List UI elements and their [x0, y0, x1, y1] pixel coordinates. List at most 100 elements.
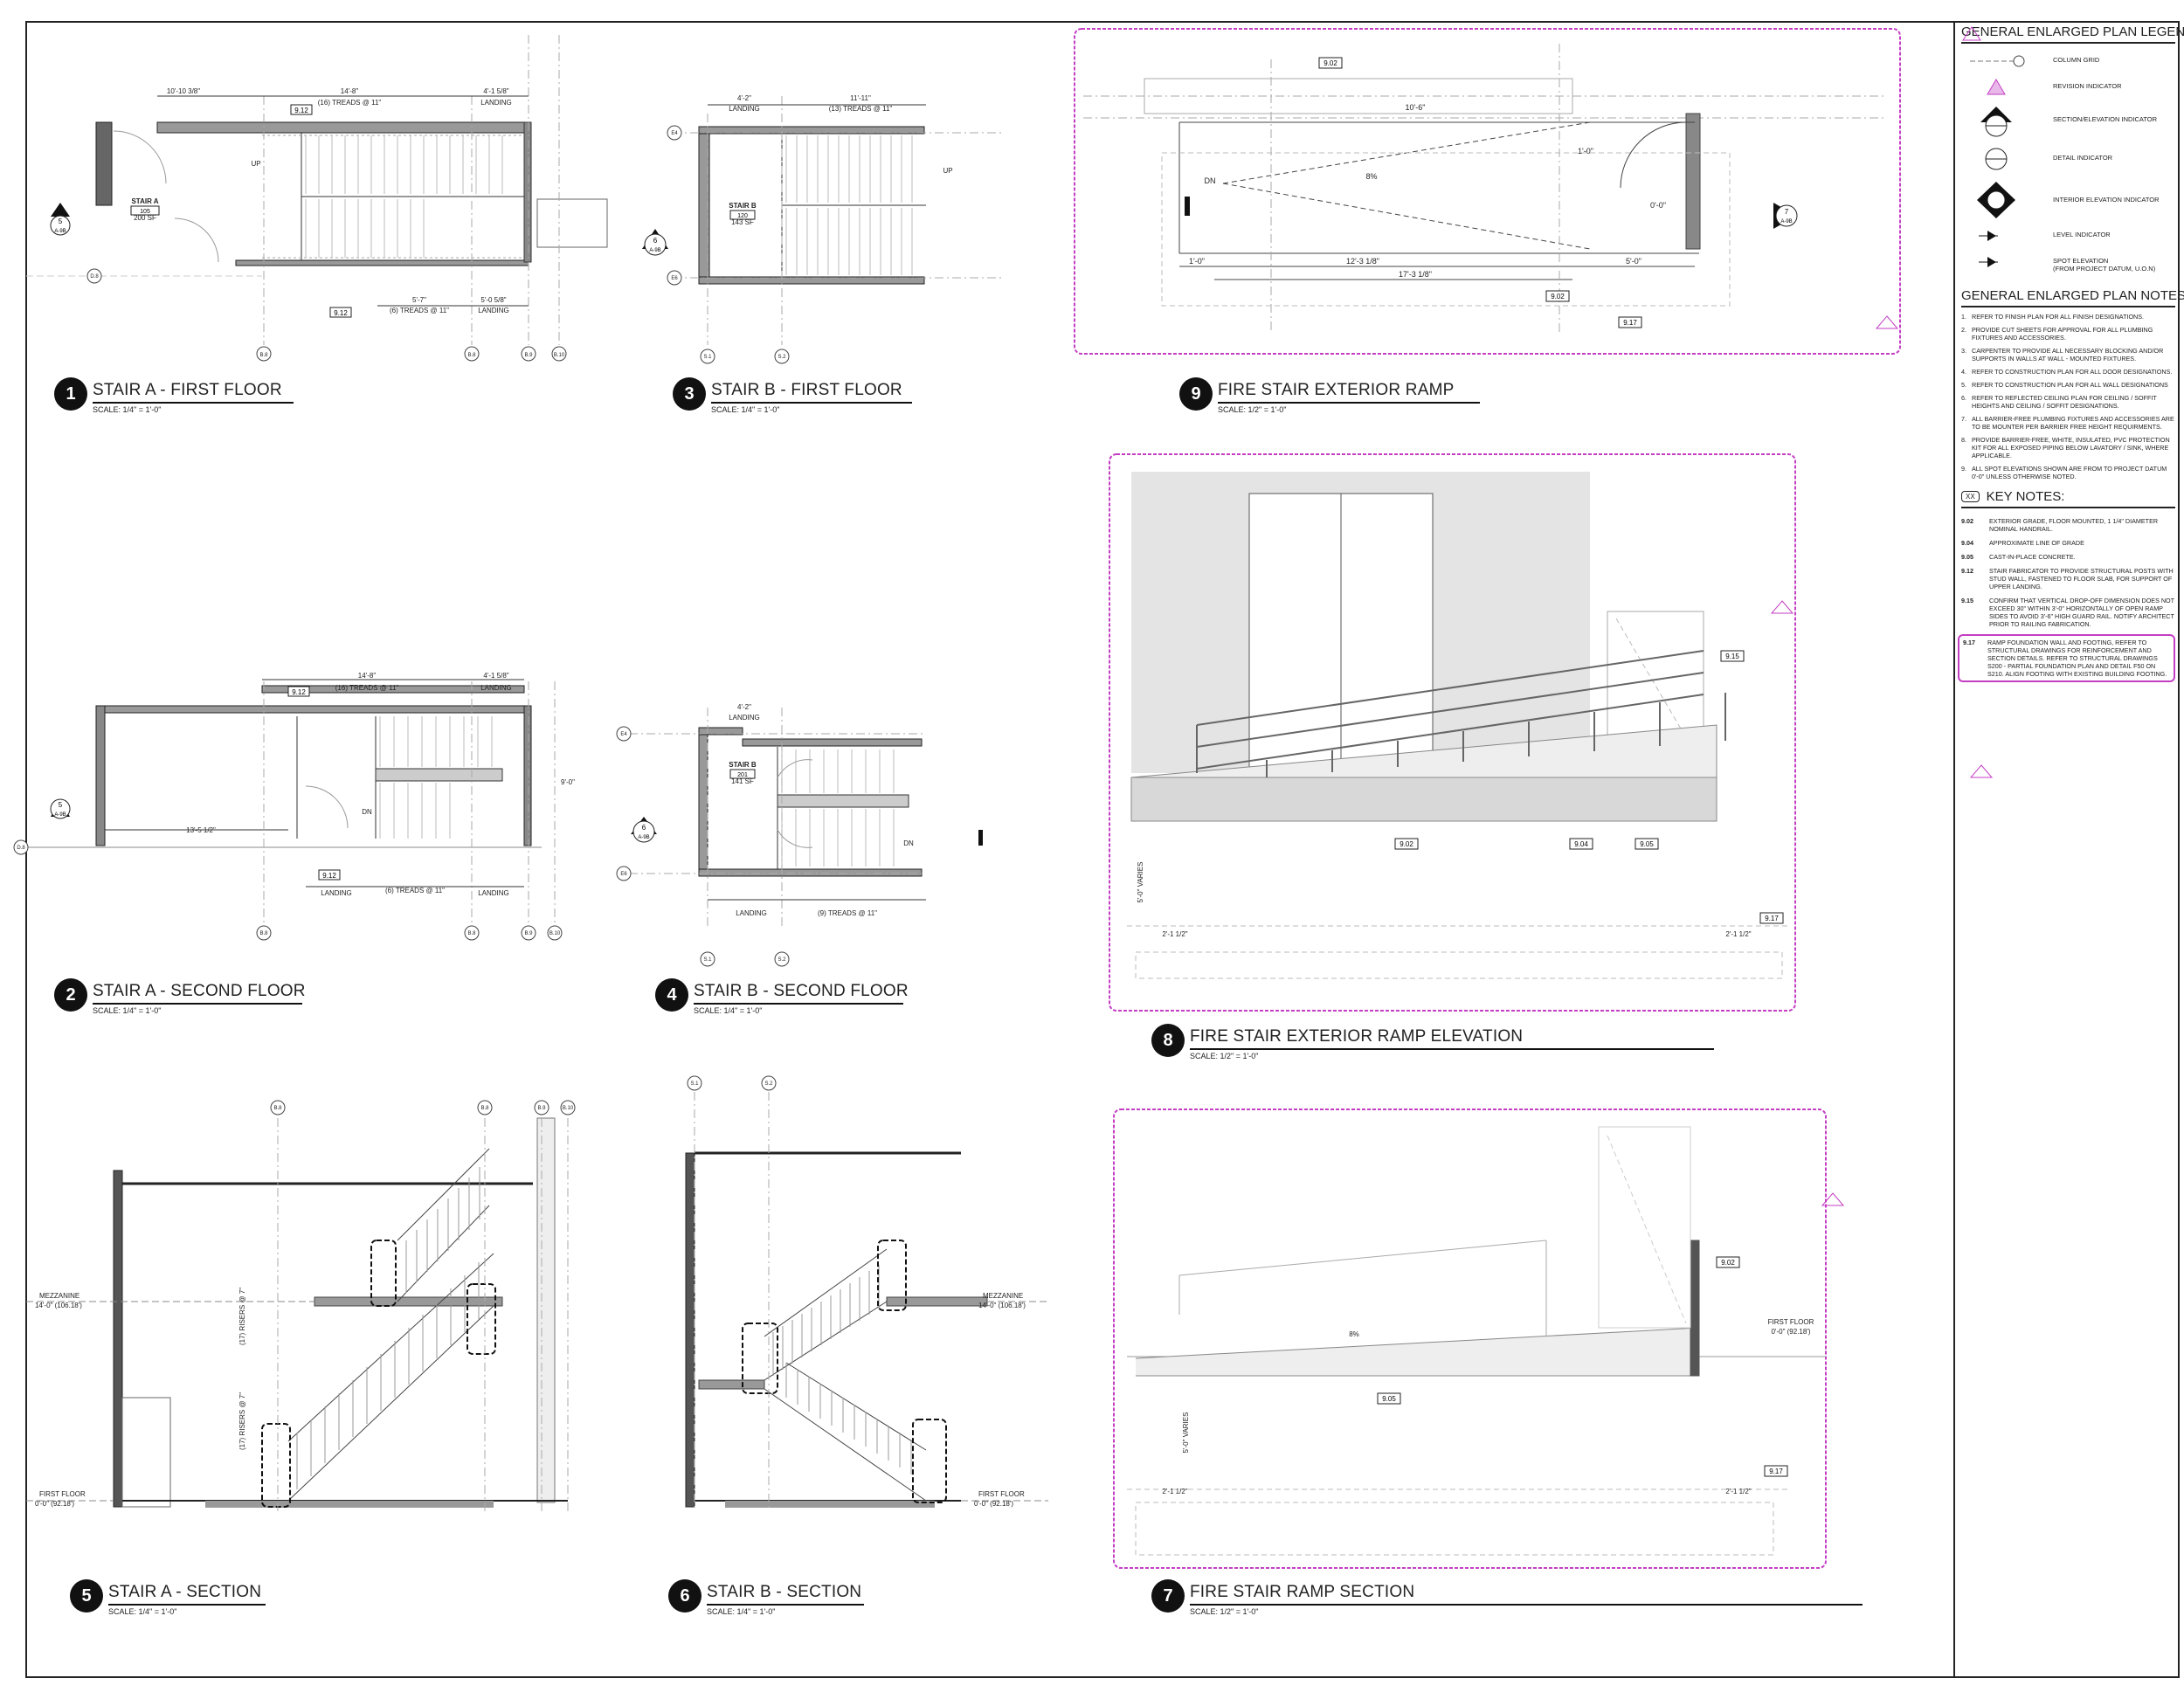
svg-text:14'-0" (106.18'): 14'-0" (106.18'): [35, 1302, 82, 1309]
svg-text:B.10: B.10: [554, 353, 565, 358]
svg-text:9.04: 9.04: [1574, 840, 1588, 848]
svg-text:5: 5: [59, 801, 63, 809]
column-grid-icon: [1970, 55, 2025, 67]
keynote-tag-9-12: 9.12 9.12: [290, 104, 352, 318]
revision-indicator-icon: [1987, 79, 2006, 95]
key-note-text: STAIR FABRICATOR TO PROVIDE STRUCTURAL P…: [1989, 567, 2174, 591]
detail-indicator-icon: [1985, 148, 2008, 170]
general-note: 6.REFER TO REFLECTED CEILING PLAN FOR CE…: [1961, 394, 2175, 410]
svg-text:(16) TREADS @ 11": (16) TREADS @ 11": [335, 684, 399, 692]
legend-item: SPOT ELEVATION (FROM PROJECT DATUM, U.O.…: [1961, 250, 2175, 280]
svg-text:STAIR B: STAIR B: [729, 761, 757, 769]
view-name: STAIR A - SECTION: [108, 1583, 262, 1601]
view-number: 4: [655, 978, 688, 1012]
legend-title: GENERAL ENLARGED PLAN LEGEND:: [1961, 24, 2184, 44]
key-note-number: 9.04: [1961, 539, 1973, 547]
svg-text:FIRST FLOOR: FIRST FLOOR: [978, 1490, 1025, 1498]
section-marker: 6 A-9B: [631, 817, 657, 843]
legend-item: REVISION INDICATOR: [1961, 75, 2175, 101]
level-indicator-icon: [1979, 231, 1998, 241]
svg-text:14'-0" (106.18'): 14'-0" (106.18'): [978, 1302, 1026, 1309]
svg-text:MEZZANINE: MEZZANINE: [39, 1292, 79, 1300]
dim-label: 10'-10 3/8": [167, 87, 200, 95]
svg-text:D.8: D.8: [90, 274, 99, 280]
key-note-text: RAMP FOUNDATION WALL AND FOOTING, REFER …: [1987, 639, 2167, 678]
svg-text:B.8: B.8: [467, 931, 476, 936]
view-scale: SCALE: 1/2" = 1'-0": [1190, 1607, 1259, 1616]
general-note: 1.REFER TO FINISH PLAN FOR ALL FINISH DE…: [1961, 313, 2175, 321]
note-text: ALL BARRIER-FREE PLUMBING FIXTURES AND A…: [1972, 415, 2174, 431]
svg-text:STAIR B: STAIR B: [729, 202, 757, 210]
dim-label: LANDING: [480, 99, 512, 107]
svg-text:(17) RISERS @ 7": (17) RISERS @ 7": [238, 1288, 246, 1345]
svg-text:143 SF: 143 SF: [731, 218, 754, 226]
svg-text:7: 7: [1785, 208, 1789, 216]
elevation-exterior-ramp: [1127, 472, 1791, 979]
svg-text:9.02: 9.02: [1721, 1259, 1735, 1267]
legend-panel: GENERAL ENLARGED PLAN LEGEND: COLUMN GRI…: [1958, 24, 2184, 688]
legend-item: SECTION/ELEVATION INDICATOR: [1961, 101, 2175, 143]
svg-text:10'-6": 10'-6": [1406, 103, 1426, 112]
key-note: 9.02 EXTERIOR GRADE, FLOOR MOUNTED, 1 1/4…: [1961, 517, 2175, 533]
svg-text:0'-0" (92.18'): 0'-0" (92.18'): [35, 1500, 74, 1508]
svg-text:2'-1 1/2": 2'-1 1/2": [1162, 1488, 1187, 1495]
svg-text:5'-0" VARIES: 5'-0" VARIES: [1137, 862, 1144, 903]
svg-text:9.05: 9.05: [1640, 840, 1654, 848]
svg-text:B.8: B.8: [467, 353, 476, 358]
note-text: PROVIDE BARRIER-FREE, WHITE, INSULATED, …: [1972, 436, 2170, 459]
svg-text:4'-2": 4'-2": [737, 703, 751, 711]
svg-text:6: 6: [653, 237, 658, 245]
note-number: 2.: [1961, 326, 1966, 334]
svg-text:5'-0" VARIES: 5'-0" VARIES: [1182, 1412, 1190, 1454]
key-note-number: 9.12: [1961, 567, 1973, 575]
svg-text:FIRST FLOOR: FIRST FLOOR: [1768, 1318, 1814, 1326]
view-name: FIRE STAIR EXTERIOR RAMP ELEVATION: [1190, 1027, 1524, 1046]
svg-text:4'-1 5/8": 4'-1 5/8": [483, 672, 508, 680]
svg-text:S.2: S.2: [778, 957, 786, 963]
svg-text:120: 120: [737, 213, 748, 219]
notes-list: 1.REFER TO FINISH PLAN FOR ALL FINISH DE…: [1961, 313, 2175, 480]
general-note: 2.PROVIDE CUT SHEETS FOR APPROVAL FOR AL…: [1961, 326, 2175, 342]
svg-text:LANDING: LANDING: [729, 105, 760, 113]
revision-indicator-icon: [1962, 26, 1981, 41]
svg-text:E6: E6: [620, 872, 627, 877]
svg-text:DN: DN: [362, 808, 372, 816]
svg-text:9.05: 9.05: [1382, 1395, 1396, 1403]
section-elevation-indicator-icon: [1980, 107, 2012, 137]
svg-text:S.1: S.1: [690, 1081, 699, 1087]
grid-bubbles: [86, 268, 567, 362]
note-number: 4.: [1961, 368, 1966, 376]
key-note-text: EXTERIOR GRADE, FLOOR MOUNTED, 1 1/4" DI…: [1989, 517, 2159, 533]
plan-stair-b-first-floor: [673, 96, 1005, 345]
svg-text:D.8: D.8: [17, 846, 25, 851]
svg-text:8%: 8%: [1365, 172, 1377, 181]
svg-text:9.12: 9.12: [334, 309, 348, 317]
view-number: 5: [70, 1579, 103, 1613]
note-text: REFER TO REFLECTED CEILING PLAN FOR CEIL…: [1972, 394, 2157, 410]
svg-text:9.12: 9.12: [322, 872, 336, 880]
svg-text:9.15: 9.15: [1725, 653, 1739, 660]
svg-text:LANDING: LANDING: [321, 889, 352, 897]
svg-text:9.12: 9.12: [292, 688, 306, 696]
note-number: 8.: [1961, 436, 1966, 444]
view-scale: SCALE: 1/4" = 1'-0": [93, 405, 162, 414]
svg-text:A-9B: A-9B: [1780, 219, 1792, 224]
note-number: 5.: [1961, 381, 1966, 389]
svg-text:9.17: 9.17: [1769, 1468, 1783, 1475]
svg-text:2'-1 1/2": 2'-1 1/2": [1725, 930, 1751, 938]
revision-cloud: [1074, 28, 1901, 355]
view-scale: SCALE: 1/4" = 1'-0": [93, 1006, 162, 1015]
view-number: 6: [668, 1579, 702, 1613]
view-name: STAIR B - SECOND FLOOR: [694, 982, 909, 1000]
revision-cloud: [1109, 453, 1796, 1012]
section-marker: 6 A-9B: [642, 229, 668, 256]
stair-direction: UP: [251, 160, 260, 168]
key-note-number: 9.17: [1963, 639, 1975, 646]
key-note-number: 9.15: [1961, 597, 1973, 604]
svg-text:2'-1 1/2": 2'-1 1/2": [1725, 1488, 1751, 1495]
key-note-number: 9.02: [1961, 517, 1973, 525]
view-name: STAIR B - SECTION: [707, 1583, 862, 1601]
svg-text:S.1: S.1: [703, 355, 712, 360]
